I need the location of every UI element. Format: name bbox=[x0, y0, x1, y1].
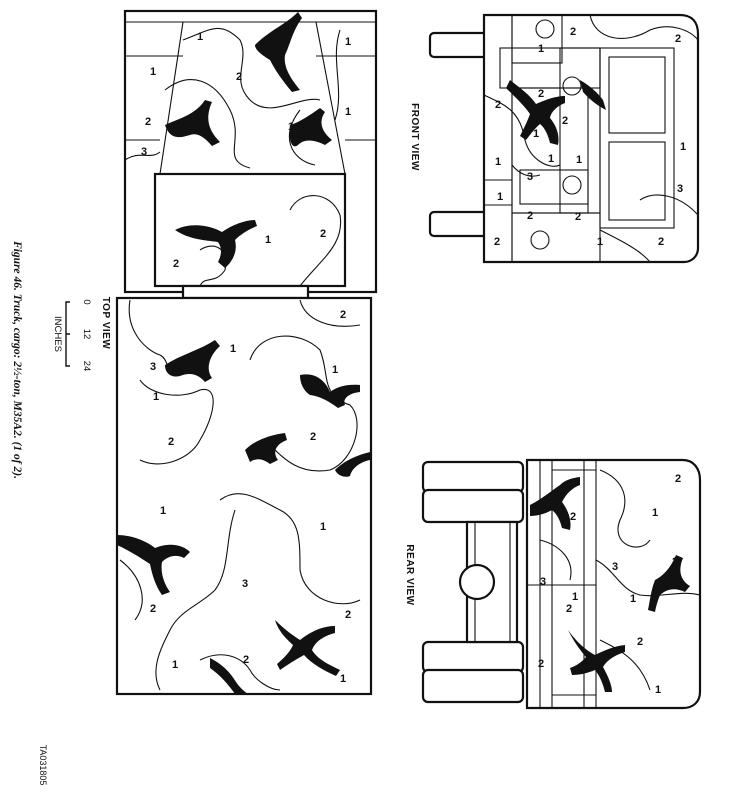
scale-unit-label: INCHES bbox=[52, 316, 63, 352]
top-cargo-region-numbers: 2 1 1 3 1 2 2 1 1 2 3 2 1 2 1 bbox=[150, 309, 351, 685]
rear-wheel bbox=[421, 640, 525, 674]
region-number: 2 bbox=[168, 436, 174, 448]
front-view-label: FRONT VIEW bbox=[409, 103, 420, 171]
cargo-outline bbox=[115, 296, 373, 696]
region-number: 1 bbox=[576, 154, 582, 166]
region-number: 1 bbox=[340, 673, 346, 685]
region-number: 3 bbox=[242, 578, 248, 590]
top-view-label: TOP VIEW bbox=[100, 297, 111, 350]
region-number: 3 bbox=[150, 361, 156, 373]
region-number: 1 bbox=[630, 593, 636, 605]
front-bumper-left bbox=[428, 31, 492, 59]
region-number: 2 bbox=[340, 309, 346, 321]
region-number: 2 bbox=[320, 228, 326, 240]
region-number: 2 bbox=[150, 603, 156, 615]
region-number: 2 bbox=[637, 636, 643, 648]
front-region-numbers: 1 2 2 2 2 2 1 1 1 1 1 1 1 2 2 2 2 3 3 bbox=[494, 26, 686, 248]
cab-connector bbox=[181, 284, 310, 300]
region-number: 2 bbox=[243, 654, 249, 666]
top-cab-region-numbers: 1 1 2 1 1 2 1 3 2 1 2 3 bbox=[141, 31, 351, 270]
rear-region-numbers: 2 1 2 3 1 2 1 2 1 2 3 2 bbox=[538, 473, 681, 696]
region-number: 1 bbox=[572, 591, 578, 603]
scale-bar: 0 12 24 INCHES bbox=[52, 299, 92, 371]
front-view: 1 2 2 2 2 2 1 1 1 1 1 1 1 2 2 2 2 3 3 bbox=[428, 13, 700, 264]
rear-wheel bbox=[421, 668, 525, 704]
region-number: 2 bbox=[570, 511, 576, 523]
front-body-outline bbox=[482, 13, 700, 264]
region-number: 3 bbox=[677, 183, 683, 195]
region-number: 3 bbox=[220, 253, 226, 265]
region-number: 1 bbox=[533, 128, 539, 140]
region-number: 2 bbox=[675, 33, 681, 45]
region-number: 2 bbox=[538, 88, 544, 100]
region-number: 3 bbox=[527, 171, 533, 183]
region-number: 2 bbox=[538, 658, 544, 670]
region-number: 1 bbox=[497, 191, 503, 203]
scale-tick-label: 0 bbox=[81, 299, 92, 304]
region-number: 1 bbox=[320, 521, 326, 533]
region-number: 2 bbox=[236, 71, 242, 83]
region-number: 1 bbox=[172, 659, 178, 671]
region-number: 1 bbox=[150, 66, 156, 78]
region-number: 2 bbox=[658, 236, 664, 248]
rear-view: 2 1 2 3 1 2 1 2 1 2 3 2 bbox=[421, 458, 702, 710]
region-number: 1 bbox=[597, 236, 603, 248]
region-number: 3 bbox=[612, 561, 618, 573]
figure-caption: Figure 46. Truck, cargo: 2½-ton, M35A2. … bbox=[11, 240, 23, 479]
region-number: 2 bbox=[173, 258, 179, 270]
region-number: 1 bbox=[265, 234, 271, 246]
region-number: 1 bbox=[153, 391, 159, 403]
region-number: 2 bbox=[675, 473, 681, 485]
region-number: 2 bbox=[566, 603, 572, 615]
top-view-cargo: 2 1 1 3 1 2 2 1 1 2 3 2 1 2 1 bbox=[115, 296, 373, 696]
scale-tick-label: 12 bbox=[81, 329, 92, 340]
region-number: 1 bbox=[197, 31, 203, 43]
region-number: 2 bbox=[494, 236, 500, 248]
region-number: 1 bbox=[288, 121, 294, 133]
region-number: 2 bbox=[145, 116, 151, 128]
region-number: 1 bbox=[538, 43, 544, 55]
rear-wheel bbox=[421, 460, 525, 494]
region-number: 2 bbox=[527, 210, 533, 222]
rear-wheel bbox=[421, 488, 525, 524]
region-number: 1 bbox=[548, 153, 554, 165]
region-number: 3 bbox=[141, 146, 147, 158]
front-bumper-right bbox=[428, 210, 492, 238]
region-number: 1 bbox=[160, 505, 166, 517]
region-number: 1 bbox=[495, 156, 501, 168]
region-number: 2 bbox=[345, 609, 351, 621]
region-number: 1 bbox=[345, 106, 351, 118]
scale-tick-label: 24 bbox=[81, 361, 92, 372]
rear-view-label: REAR VIEW bbox=[404, 544, 415, 605]
region-number: 2 bbox=[495, 99, 501, 111]
region-number: 1 bbox=[345, 36, 351, 48]
region-number: 1 bbox=[680, 141, 686, 153]
region-number: 2 bbox=[310, 431, 316, 443]
top-view-cab: 1 1 2 1 1 2 1 3 2 1 2 3 bbox=[123, 9, 378, 300]
region-number: 3 bbox=[540, 576, 546, 588]
document-code: TA031805 bbox=[38, 745, 48, 786]
region-number: 2 bbox=[562, 115, 568, 127]
region-number: 2 bbox=[672, 556, 678, 568]
region-number: 1 bbox=[655, 684, 661, 696]
region-number: 1 bbox=[652, 507, 658, 519]
rear-differential bbox=[458, 563, 496, 601]
region-number: 2 bbox=[570, 26, 576, 38]
region-number: 1 bbox=[332, 364, 338, 376]
region-number: 1 bbox=[230, 343, 236, 355]
region-number: 2 bbox=[575, 211, 581, 223]
